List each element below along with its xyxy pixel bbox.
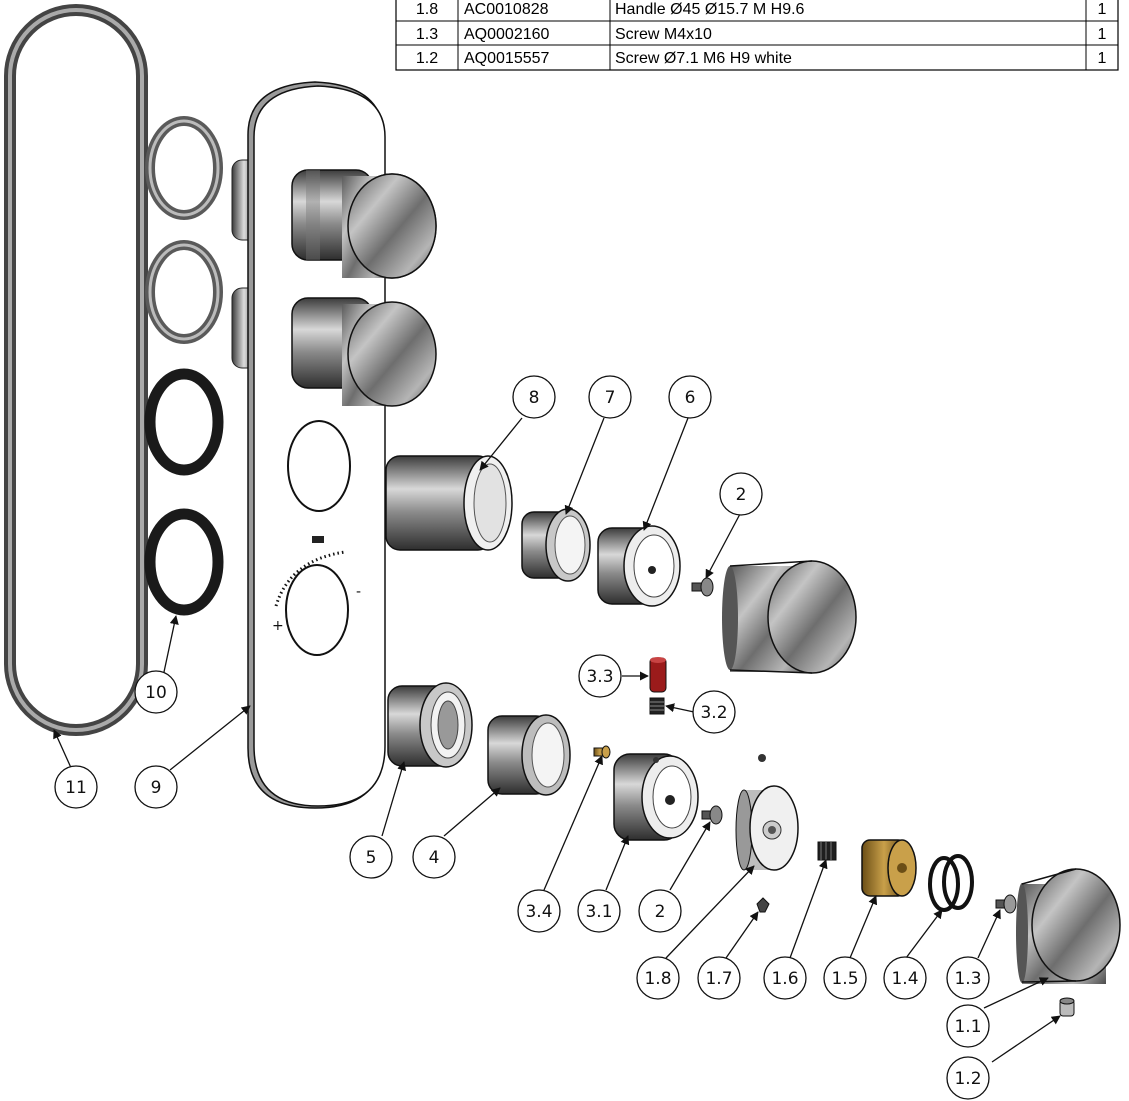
callout-3-2: 3.2 [692, 690, 736, 734]
callout-1-6: 1.6 [763, 956, 807, 1000]
callout-1-8: 1.8 [636, 956, 680, 1000]
svg-text:1.5: 1.5 [831, 969, 858, 989]
ring-part-7 [521, 508, 591, 582]
bom-pos: 1.3 [416, 26, 438, 43]
sleeve-part-8 [385, 455, 513, 551]
callout-2-upper: 2 [719, 472, 763, 516]
bom-description: Screw M4x10 [615, 26, 712, 43]
svg-text:6: 6 [685, 388, 696, 408]
svg-text:7: 7 [605, 388, 616, 408]
callout-1-4: 1.4 [883, 956, 927, 1000]
bom-table: 1.8 AC0010828 Handle Ø45 Ø15.7 M H9.6 1 … [395, 0, 1119, 71]
brass-screw-part-3-4 [593, 745, 611, 759]
svg-text:3.2: 3.2 [700, 703, 727, 723]
svg-text:1.8: 1.8 [644, 969, 671, 989]
callout-11: 11 [54, 765, 98, 809]
bom-pos: 1.2 [416, 50, 438, 67]
bom-qty: 1 [1098, 1, 1107, 18]
callout-1-5: 1.5 [823, 956, 867, 1000]
svg-text:2: 2 [736, 485, 747, 505]
callout-6: 6 [668, 375, 712, 419]
svg-text:1.6: 1.6 [771, 969, 798, 989]
bom-code: AQ0002160 [464, 26, 550, 43]
cartridge-sleeve-part-5 [387, 682, 473, 768]
bom-description: Screw Ø7.1 M6 H9 white [615, 50, 792, 67]
callout-1-1: 1.1 [946, 1004, 990, 1048]
callout-3-4: 3.4 [517, 889, 561, 933]
callout-bubbles: 8 7 6 2 3.3 3.2 10 11 9 5 4 3.4 3.1 2 1.… [54, 375, 990, 1100]
bom-code: AQ0015557 [464, 50, 550, 67]
svg-text:3.3: 3.3 [586, 667, 613, 687]
screw-part-1-2 [1059, 997, 1075, 1017]
svg-text:1.7: 1.7 [705, 969, 732, 989]
handle-upper [722, 560, 857, 674]
bom-row: 1.2 AQ0015557 Screw Ø7.1 M6 H9 white 1 [416, 50, 1107, 67]
callout-2-lower: 2 [638, 889, 682, 933]
svg-text:11: 11 [65, 778, 87, 798]
adapter-part-6 [597, 525, 681, 607]
bom-qty: 1 [1098, 26, 1107, 43]
leader-lines [53, 417, 1061, 1063]
screw-part-1-3 [995, 894, 1017, 914]
svg-text:4: 4 [429, 848, 440, 868]
callout-4: 4 [412, 835, 456, 879]
handle-disc-part-1-8 [735, 754, 799, 871]
svg-text:1.3: 1.3 [954, 969, 981, 989]
callout-5: 5 [349, 835, 393, 879]
callout-9: 9 [134, 765, 178, 809]
dial-plus-label: + [272, 618, 284, 634]
svg-text:1.2: 1.2 [954, 1069, 981, 1089]
threaded-insert-part-1-6 [817, 841, 837, 861]
svg-text:1.4: 1.4 [891, 969, 918, 989]
svg-text:8: 8 [529, 388, 540, 408]
callout-8: 8 [512, 375, 556, 419]
red-pin-part-3-3 [649, 657, 667, 693]
dial-minus-label: - [356, 584, 361, 600]
bom-description: Handle Ø45 Ø15.7 M H9.6 [615, 1, 805, 18]
callout-1-7: 1.7 [697, 956, 741, 1000]
adapter-part-3-1 [613, 753, 699, 841]
callout-7: 7 [588, 375, 632, 419]
svg-text:10: 10 [145, 683, 167, 703]
callout-1-2: 1.2 [946, 1056, 990, 1100]
screw-part-2-upper [691, 577, 714, 597]
small-pin-part-1-7 [756, 897, 770, 913]
svg-text:2: 2 [655, 902, 666, 922]
bom-qty: 1 [1098, 50, 1107, 67]
bom-code: AC0010828 [464, 1, 549, 18]
seal-rings-part-10 [144, 116, 224, 616]
callout-10: 10 [134, 670, 178, 714]
spring-part-3-2 [649, 697, 665, 715]
oval-gasket-part-11 [4, 4, 148, 736]
svg-text:1.1: 1.1 [954, 1017, 981, 1037]
temperature-mark-icon [312, 536, 324, 543]
svg-text:3.1: 3.1 [585, 902, 612, 922]
svg-text:9: 9 [151, 778, 162, 798]
brass-bushing-part-1-5 [861, 839, 917, 897]
o-rings-part-1-4 [928, 854, 974, 912]
callout-3-1: 3.1 [577, 889, 621, 933]
svg-text:5: 5 [366, 848, 377, 868]
bom-pos: 1.8 [416, 1, 438, 18]
assembled-knob-upper [291, 169, 437, 279]
ring-part-4 [487, 714, 571, 796]
callout-1-3: 1.3 [946, 956, 990, 1000]
svg-text:3.4: 3.4 [525, 902, 552, 922]
assembled-knob-middle [291, 297, 437, 407]
screw-part-2-lower [701, 805, 723, 825]
callout-3-3: 3.3 [578, 654, 622, 698]
bom-row: 1.3 AQ0002160 Screw M4x10 1 [416, 26, 1107, 43]
bom-row: 1.8 AC0010828 Handle Ø45 Ø15.7 M H9.6 1 [416, 1, 1107, 18]
handle-part-1-1 [1016, 868, 1121, 984]
